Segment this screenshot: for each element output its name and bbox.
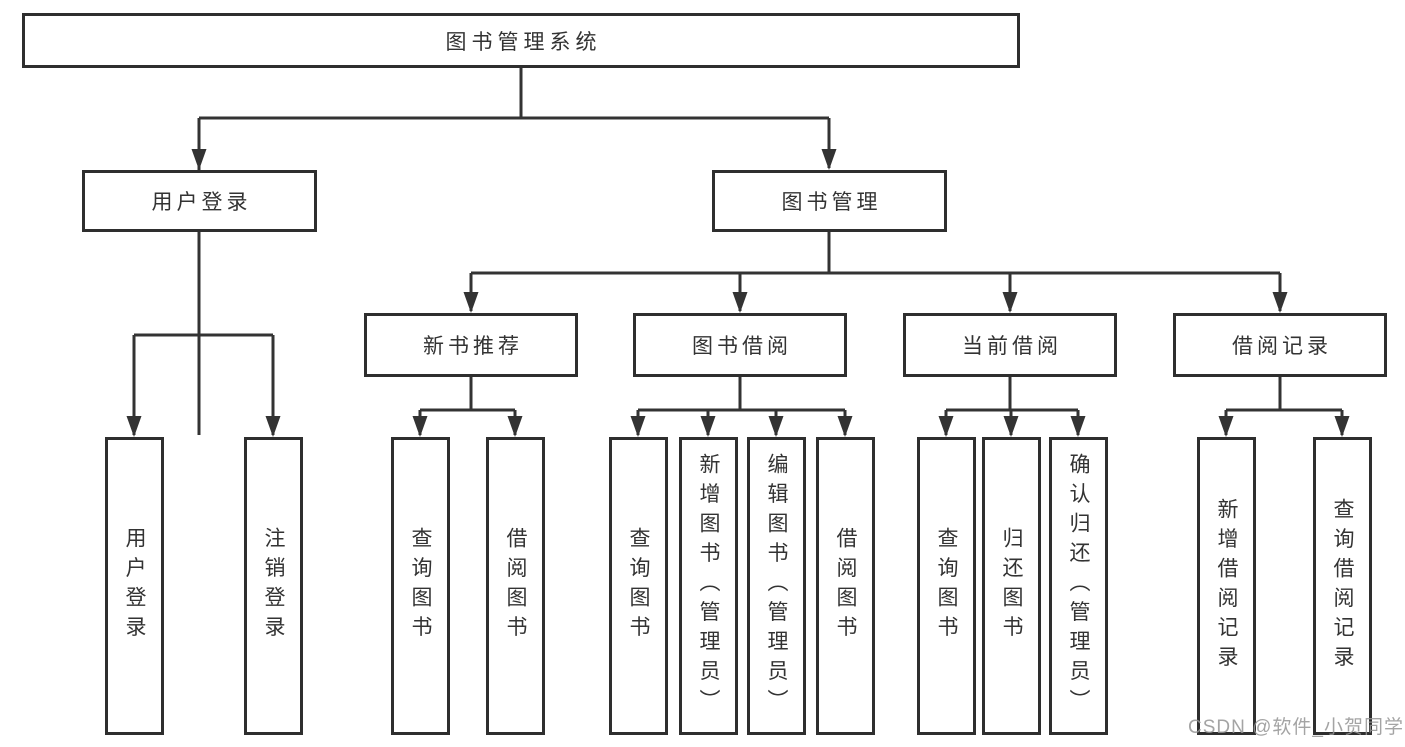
connector-segments bbox=[132, 68, 1344, 435]
leaf-return-book: 归还图书 bbox=[982, 437, 1041, 735]
leaf-query-books-recommend-label: 查询图书 bbox=[409, 527, 432, 645]
node-book-management: 图书管理 bbox=[712, 170, 947, 232]
leaf-borrow-books-recommend: 借阅图书 bbox=[486, 437, 545, 735]
leaf-user-login: 用户登录 bbox=[105, 437, 164, 735]
node-book-borrow-label: 图书借阅 bbox=[692, 335, 792, 358]
leaf-query-borrow-record: 查询借阅记录 bbox=[1313, 437, 1372, 735]
leaf-borrow-books-label: 借阅图书 bbox=[834, 527, 857, 645]
node-root-label: 图书管理系统 bbox=[445, 30, 602, 54]
node-borrow-records: 借阅记录 bbox=[1173, 313, 1387, 377]
leaf-edit-book-admin-label: 编辑图书（管理员） bbox=[765, 453, 788, 719]
node-current-borrow-label: 当前借阅 bbox=[962, 335, 1062, 358]
node-new-book-recommend: 新书推荐 bbox=[364, 313, 578, 377]
leaf-edit-book-admin: 编辑图书（管理员） bbox=[747, 437, 806, 735]
leaf-query-books-current-label: 查询图书 bbox=[935, 527, 958, 645]
leaf-add-book-admin-label: 新增图书（管理员） bbox=[697, 453, 720, 719]
node-user-login: 用户登录 bbox=[82, 170, 317, 232]
leaf-borrow-books: 借阅图书 bbox=[816, 437, 875, 735]
leaf-logout-label: 注销登录 bbox=[262, 527, 285, 645]
leaf-user-login-label: 用户登录 bbox=[123, 527, 146, 645]
arrowheads bbox=[126, 149, 1350, 437]
leaf-query-books-borrow: 查询图书 bbox=[609, 437, 668, 735]
leaf-confirm-return-admin: 确认归还（管理员） bbox=[1049, 437, 1108, 735]
node-root: 图书管理系统 bbox=[22, 13, 1020, 68]
node-book-borrow: 图书借阅 bbox=[633, 313, 847, 377]
leaf-add-borrow-record-label: 新增借阅记录 bbox=[1215, 497, 1238, 675]
leaf-logout: 注销登录 bbox=[244, 437, 303, 735]
watermark-text: CSDN @软件_小贺同学 bbox=[1188, 717, 1404, 738]
node-book-management-label: 图书管理 bbox=[781, 191, 882, 214]
node-new-book-recommend-label: 新书推荐 bbox=[423, 335, 523, 358]
node-user-login-label: 用户登录 bbox=[151, 191, 252, 214]
leaf-query-books-recommend: 查询图书 bbox=[391, 437, 450, 735]
node-borrow-records-label: 借阅记录 bbox=[1232, 335, 1332, 358]
leaf-add-borrow-record: 新增借阅记录 bbox=[1197, 437, 1256, 735]
leaf-query-books-current: 查询图书 bbox=[917, 437, 976, 735]
leaf-borrow-books-recommend-label: 借阅图书 bbox=[504, 527, 527, 645]
leaf-confirm-return-admin-label: 确认归还（管理员） bbox=[1067, 453, 1090, 719]
node-current-borrow: 当前借阅 bbox=[903, 313, 1117, 377]
leaf-return-book-label: 归还图书 bbox=[1000, 527, 1023, 645]
leaf-query-borrow-record-label: 查询借阅记录 bbox=[1331, 497, 1354, 675]
leaf-query-books-borrow-label: 查询图书 bbox=[627, 527, 650, 645]
leaf-add-book-admin: 新增图书（管理员） bbox=[679, 437, 738, 735]
